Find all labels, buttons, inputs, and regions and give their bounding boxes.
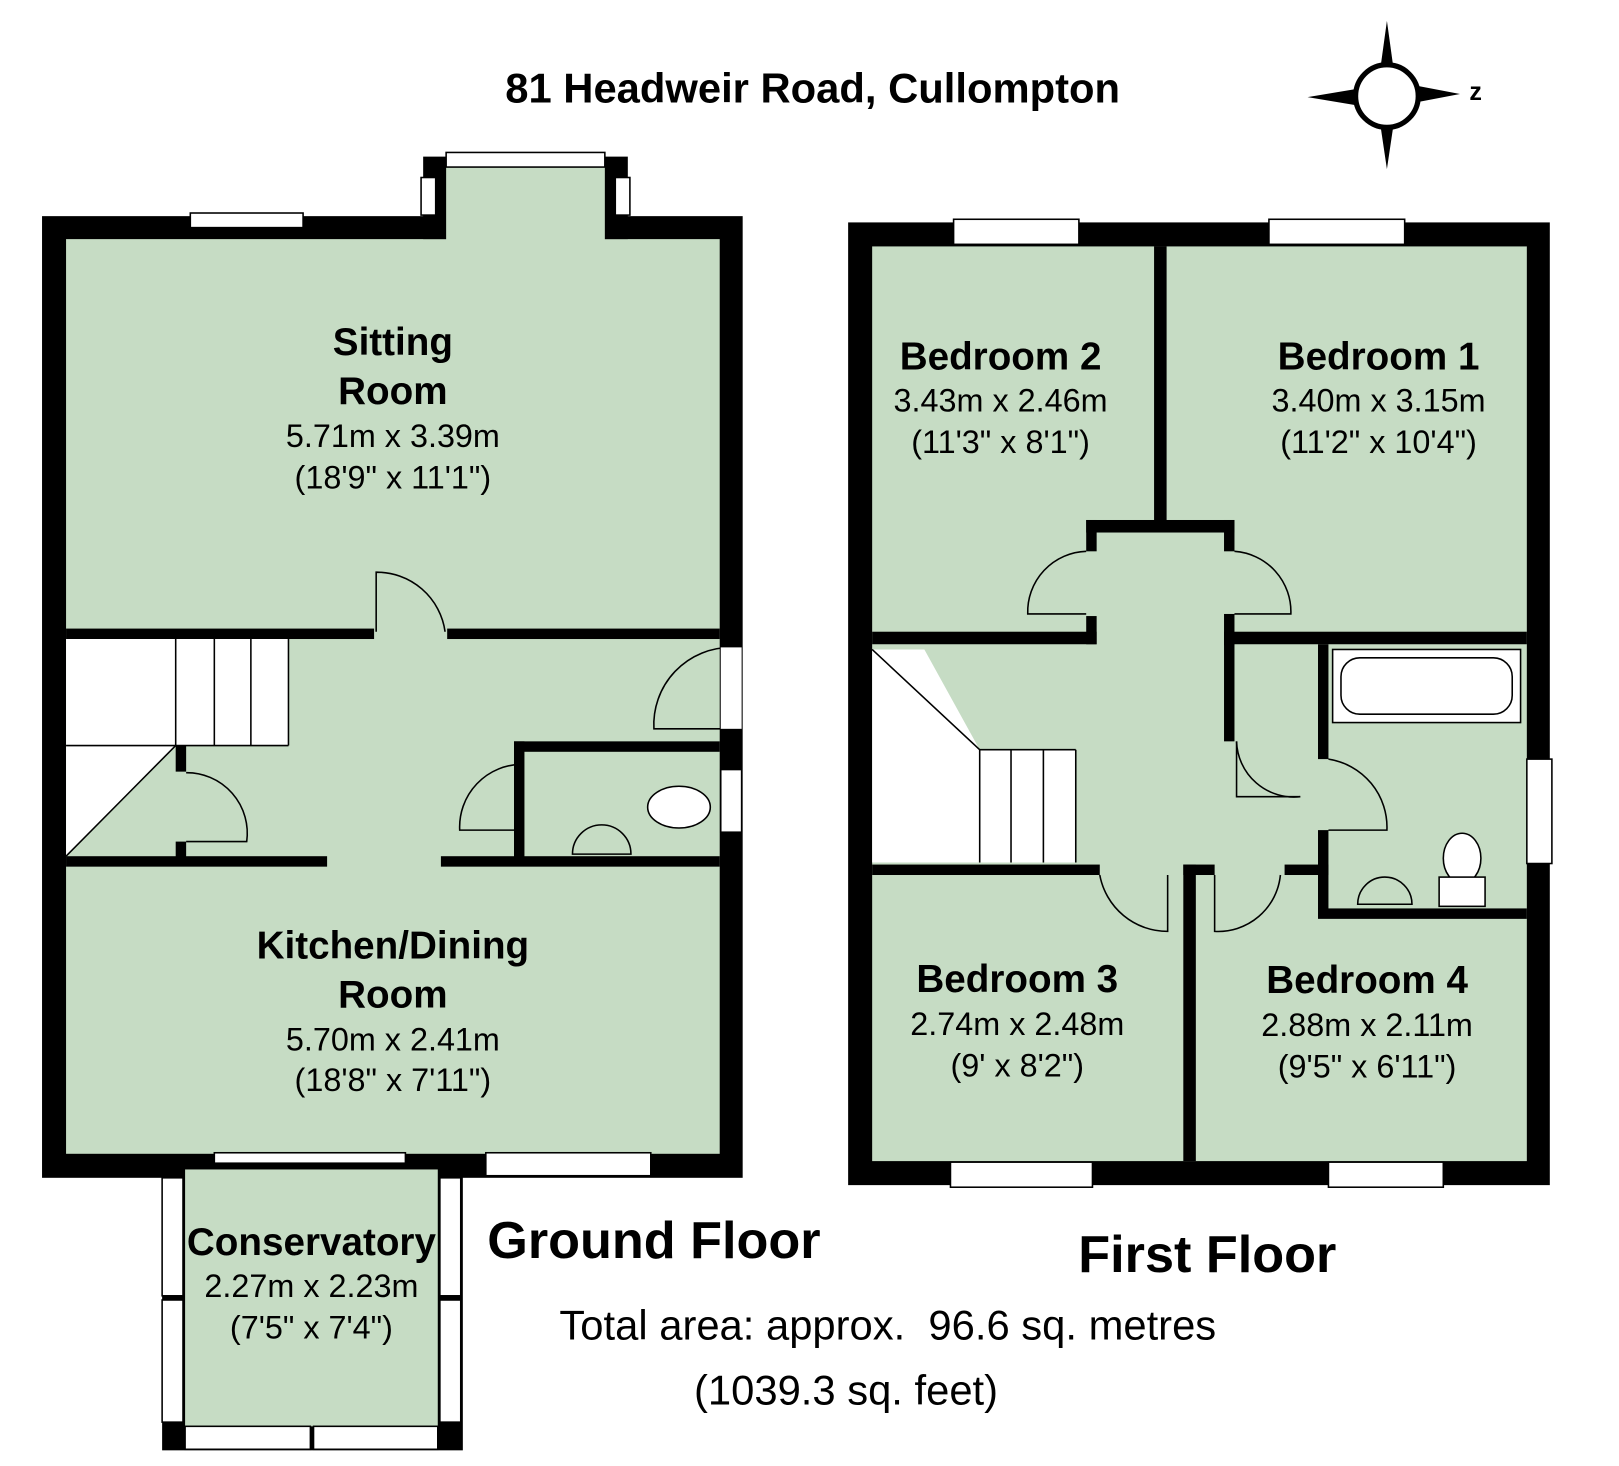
ground-floor-label: Ground Floor [487,1212,820,1270]
room-dimensions-imperial: (18'9" x 11'1") [295,460,492,496]
room-dimensions-metric: 5.70m x 2.41m [286,1021,500,1057]
room-name: Conservatory [187,1221,437,1264]
room-dimensions-metric: 3.43m x 2.46m [894,382,1108,418]
room-name: Room [338,370,447,413]
compass-icon: z [1307,20,1482,170]
room-dimensions-imperial: (11'3" x 8'1") [911,424,1090,460]
ground-floor-plan [42,151,743,1451]
room-dimensions-imperial: (9' x 8'2") [951,1048,1085,1084]
room-dimensions-metric: 3.40m x 3.15m [1272,382,1486,418]
total-area-imperial: (1039.3 sq. feet) [694,1366,998,1413]
room-dimensions-imperial: (11'2" x 10'4") [1280,424,1477,460]
room-dimensions-metric: 5.71m x 3.39m [286,418,500,454]
room-dimensions-imperial: (7'5" x 7'4") [230,1310,393,1346]
first-floor-plan [848,218,1553,1188]
room-name: Bedroom 4 [1266,959,1468,1002]
room-name: Kitchen/Dining [257,925,530,968]
room-name: Sitting [333,321,453,364]
total-area-metric: Total area: approx. 96.6 sq. metres [559,1302,1216,1349]
room-name: Bedroom 1 [1278,336,1480,379]
room-name: Room [338,974,447,1017]
room-dimensions-imperial: (9'5" x 6'11") [1278,1049,1457,1085]
room-dimensions-imperial: (18'8" x 7'11") [295,1062,492,1098]
room-dimensions-metric: 2.74m x 2.48m [910,1006,1124,1042]
room-dimensions-metric: 2.88m x 2.11m [1261,1007,1473,1043]
room-name: Bedroom 3 [916,958,1118,1001]
compass-north-label: z [1469,78,1482,106]
room-dimensions-metric: 2.27m x 2.23m [204,1268,418,1304]
plan-title: 81 Headweir Road, Cullompton [505,64,1120,111]
first-floor-label: First Floor [1078,1226,1336,1284]
room-name: Bedroom 2 [900,336,1102,379]
